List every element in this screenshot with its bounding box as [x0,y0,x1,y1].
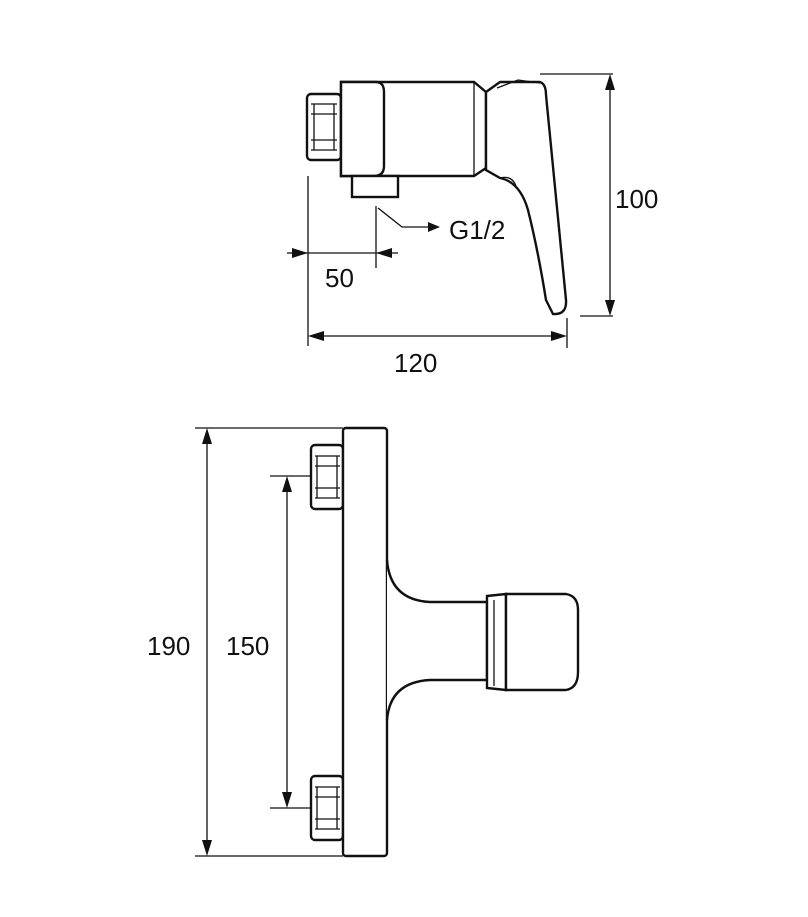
dim-190-label: 190 [147,631,190,661]
front-body-bar [341,426,389,858]
dimension-190: 190 [147,428,212,856]
front-cartridge-sleeve [485,592,508,692]
side-outlet-stub [350,174,400,199]
dimension-150: 150 [226,476,292,808]
side-lever-handle [484,80,568,316]
side-cover-plate [339,80,386,178]
dim-100-label: 100 [615,184,658,214]
dimension-100: 100 [605,74,658,316]
dim-150-label: 150 [226,631,269,661]
front-handle-cap [504,592,580,692]
side-hex-nut [305,92,343,162]
dim-50-label: 50 [325,263,354,293]
front-hex-nut-bottom [309,774,345,842]
dimension-50: 50 [287,248,398,293]
front-hex-nut-top [309,443,345,511]
dim-120-label: 120 [394,348,437,378]
side-view: G1/2 100 50 120 [287,73,658,378]
front-arm [385,559,489,721]
dimension-120: 120 [308,331,567,378]
front-view: 190 150 [147,426,580,858]
thread-label: G1/2 [449,215,505,245]
thread-leader-line [377,207,430,228]
